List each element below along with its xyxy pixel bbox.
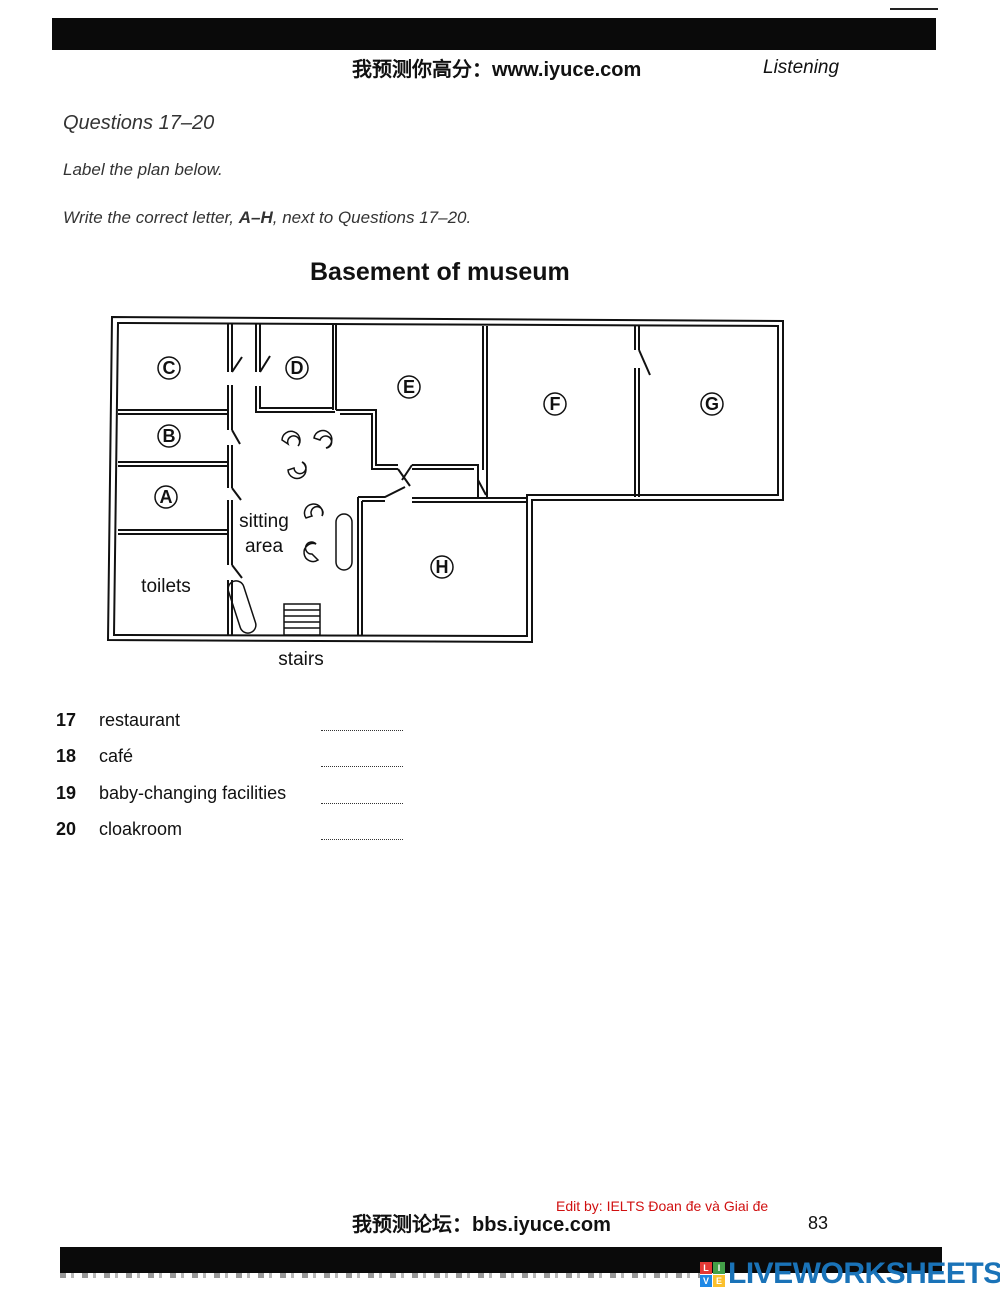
room-letter-e: E — [403, 377, 415, 397]
outer-wall — [106, 315, 784, 644]
room-letter-h: H — [436, 557, 449, 577]
wall-a — [118, 529, 228, 535]
walls — [106, 315, 784, 644]
question-label: cloakroom — [99, 819, 183, 839]
room-g: G — [700, 392, 724, 416]
question-label: café — [99, 746, 134, 766]
logo-square: I — [713, 1261, 725, 1274]
room-f: F — [543, 392, 567, 416]
instruction-label: Label the plan below. — [63, 160, 223, 179]
room-b: B — [157, 424, 181, 448]
instruction-text: , next to Questions 17–20. — [272, 208, 472, 227]
logo-squares-icon: L I V E — [700, 1261, 725, 1287]
answer-input-20[interactable] — [321, 822, 403, 840]
question-number: 19 — [56, 783, 77, 803]
logo-square: L — [700, 1261, 712, 1274]
questions-range: Questions 17–20 — [63, 112, 215, 134]
door — [397, 464, 487, 496]
question-number: 17 — [56, 710, 77, 730]
door — [638, 349, 651, 376]
label-area: area — [245, 536, 283, 557]
scan-black-bar-bottom — [60, 1247, 942, 1273]
room-letter-f: F — [550, 394, 561, 414]
question-row: 17 restaurant — [56, 710, 403, 731]
logo-square: V — [700, 1274, 712, 1287]
instruction-write: Write the correct letter, A–H, next to Q… — [63, 208, 471, 228]
answer-input-19[interactable] — [321, 786, 403, 804]
wall-h — [357, 486, 527, 636]
wall-c — [118, 409, 228, 415]
scan-line — [890, 8, 938, 10]
label-stairs: stairs — [278, 649, 323, 670]
scan-black-bar-top — [52, 18, 936, 50]
room-letter-a: A — [160, 487, 173, 507]
wall-e — [336, 326, 488, 498]
wall-left-corridor — [227, 323, 233, 635]
room-letter-b: B — [163, 426, 176, 446]
liveworksheets-logo: L I V E LIVEWORKSHEETS — [700, 1257, 1000, 1291]
door — [259, 355, 271, 373]
answer-input-18[interactable] — [321, 749, 403, 767]
chair-icons — [281, 429, 333, 563]
inner-wall — [112, 321, 779, 638]
instruction-letters: A–H — [238, 208, 273, 227]
sofa-icon — [335, 513, 353, 571]
question-number: 20 — [56, 819, 77, 839]
room-d: D — [285, 356, 309, 380]
logo-text: LIVEWORKSHEETS — [728, 1257, 1000, 1290]
wall-d — [255, 323, 337, 413]
question-row: 19 baby-changing facilities — [56, 783, 403, 804]
label-toilets: toilets — [141, 576, 191, 597]
wall-b — [118, 461, 228, 467]
wall-fg — [634, 326, 640, 497]
edit-by-note: Edit by: IELTS Đoan đe và Giai đe — [556, 1198, 769, 1214]
page-number: 83 — [808, 1213, 829, 1233]
question-label: baby-changing facilities — [99, 783, 287, 803]
footer-site: 我预测论坛：bbs.iyuce.com — [352, 1214, 611, 1236]
header-site: 我预测你高分：www.iyuce.com — [352, 59, 642, 81]
room-letter-d: D — [291, 358, 304, 378]
logo-square: E — [713, 1274, 725, 1287]
room-a: A — [154, 485, 178, 509]
question-label: restaurant — [99, 710, 181, 730]
question-number: 18 — [56, 746, 77, 766]
label-sitting: sitting — [239, 511, 289, 532]
sofa-icon — [227, 580, 257, 634]
scan-noise — [60, 1273, 700, 1278]
room-letter-c: C — [163, 358, 176, 378]
question-row: 20 cloakroom — [56, 819, 403, 840]
room-c: C — [157, 356, 181, 380]
header-section: Listening — [763, 57, 840, 78]
door — [231, 356, 243, 579]
answer-input-17[interactable] — [321, 713, 403, 731]
room-letter-g: G — [705, 394, 719, 414]
stairs-icon — [283, 603, 321, 636]
question-row: 18 café — [56, 746, 403, 767]
floor-plan: C B A D E F G H sitting area toilets sta… — [106, 315, 784, 670]
room-e: E — [397, 375, 421, 399]
plan-title: Basement of museum — [310, 258, 570, 286]
instruction-text: Write the correct letter, — [63, 208, 239, 227]
room-h: H — [430, 555, 454, 579]
